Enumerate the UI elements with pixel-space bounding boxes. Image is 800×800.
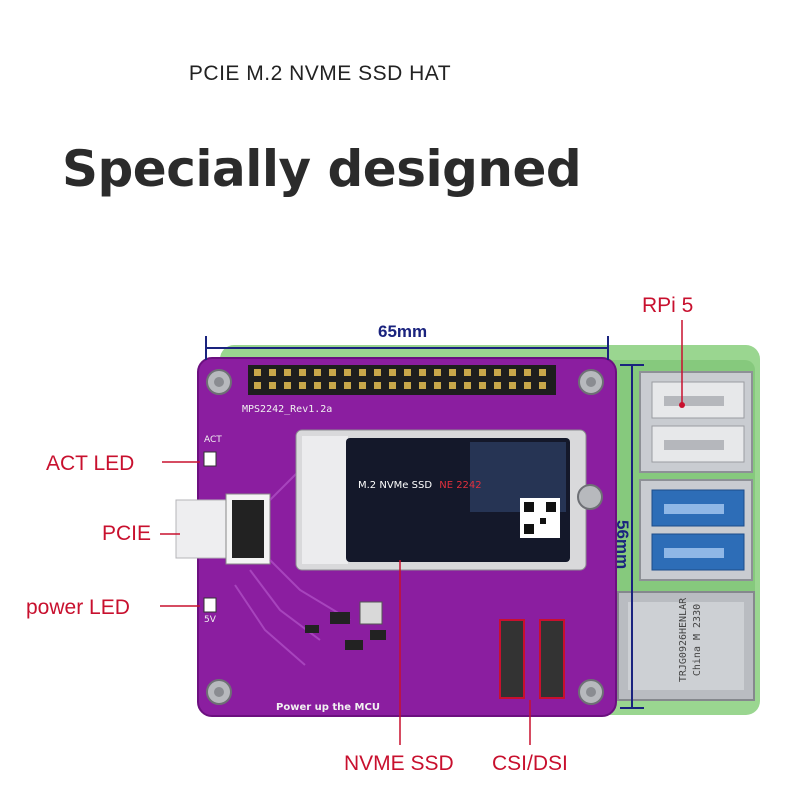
act-led (203, 451, 217, 467)
gpio-pin (539, 382, 546, 389)
gpio-pin (404, 369, 411, 376)
gpio-pin (464, 369, 471, 376)
gpio-pin (464, 382, 471, 389)
gpio-pin (479, 382, 486, 389)
silkscreen-5v: 5V (204, 615, 217, 625)
gpio-pin (419, 369, 426, 376)
gpio-pin (269, 382, 276, 389)
page-subtitle: PCIE M.2 NVME SSD HAT (188, 62, 452, 85)
gpio-pin (314, 369, 321, 376)
ssd-label-prefix: M.2 NVMe SSD (358, 480, 432, 491)
gpio-pin (494, 382, 501, 389)
width-label: 65mm (378, 322, 428, 341)
gpio-pin (449, 382, 456, 389)
height-label: 56mm (613, 520, 632, 570)
callout-lines (160, 320, 683, 745)
pcie-ribbon-cable (175, 493, 271, 565)
gpio-pin (269, 369, 276, 376)
silkscreen-act: ACT (204, 435, 222, 445)
gpio-pin (389, 369, 396, 376)
gpio-pin (524, 382, 531, 389)
gpio-header (248, 365, 556, 395)
gpio-pin (284, 369, 291, 376)
callout-rpi5: RPi 5 (642, 294, 694, 317)
gpio-pin (434, 382, 441, 389)
gpio-pin (359, 369, 366, 376)
csi-dsi-connectors (499, 619, 565, 699)
gpio-pin (479, 369, 486, 376)
gpio-pin (404, 382, 411, 389)
m2-ssd: M.2 NVMe SSD NE 2242 (295, 429, 603, 571)
width-dimension-line (205, 336, 609, 360)
page-title: Specially designed (62, 140, 582, 198)
gpio-pin (374, 382, 381, 389)
callout-csi-dsi: CSI/DSI (492, 752, 568, 775)
usb-port-lower (639, 479, 753, 581)
gpio-pin (254, 382, 261, 389)
gpio-pin (539, 369, 546, 376)
gpio-pin (434, 369, 441, 376)
gpio-pin (344, 369, 351, 376)
gpio-pin (509, 382, 516, 389)
silkscreen-power: Power up the MCU (276, 702, 380, 713)
ethernet-text-2: China M 2330 (692, 604, 703, 676)
callout-pcie: PCIE (102, 522, 152, 545)
smd-components (305, 601, 386, 650)
height-dimension-line (620, 364, 644, 709)
usb-port-upper (639, 371, 753, 473)
ethernet-port: TRJG0926HENLAR China M 2330 (617, 591, 755, 701)
gpio-pin (299, 369, 306, 376)
ethernet-text-1: TRJG0926HENLAR (678, 597, 689, 682)
gpio-pin (254, 369, 261, 376)
gpio-pin (509, 369, 516, 376)
gpio-pin (314, 382, 321, 389)
callout-nvme-ssd: NVME SSD (344, 752, 454, 775)
gpio-pin (419, 382, 426, 389)
gpio-pin (344, 382, 351, 389)
gpio-pin (524, 369, 531, 376)
callout-act-led: ACT LED (46, 452, 135, 475)
gpio-pin (374, 369, 381, 376)
gpio-pin (389, 382, 396, 389)
svg-text:M.2 NVMe SSD NE 2242: M.2 NVMe SSD NE 2242 (358, 480, 482, 491)
silkscreen-revision: MPS2242_Rev1.2a (242, 404, 332, 415)
gpio-pin (299, 382, 306, 389)
gpio-pin (359, 382, 366, 389)
gpio-pin (284, 382, 291, 389)
power-led (203, 597, 217, 613)
gpio-pin (329, 369, 336, 376)
callout-power-led: power LED (26, 596, 130, 619)
gpio-pin (494, 369, 501, 376)
gpio-pin (449, 369, 456, 376)
mounting-holes (206, 369, 604, 705)
ssd-label-model: NE 2242 (439, 480, 481, 491)
gpio-pin (329, 382, 336, 389)
